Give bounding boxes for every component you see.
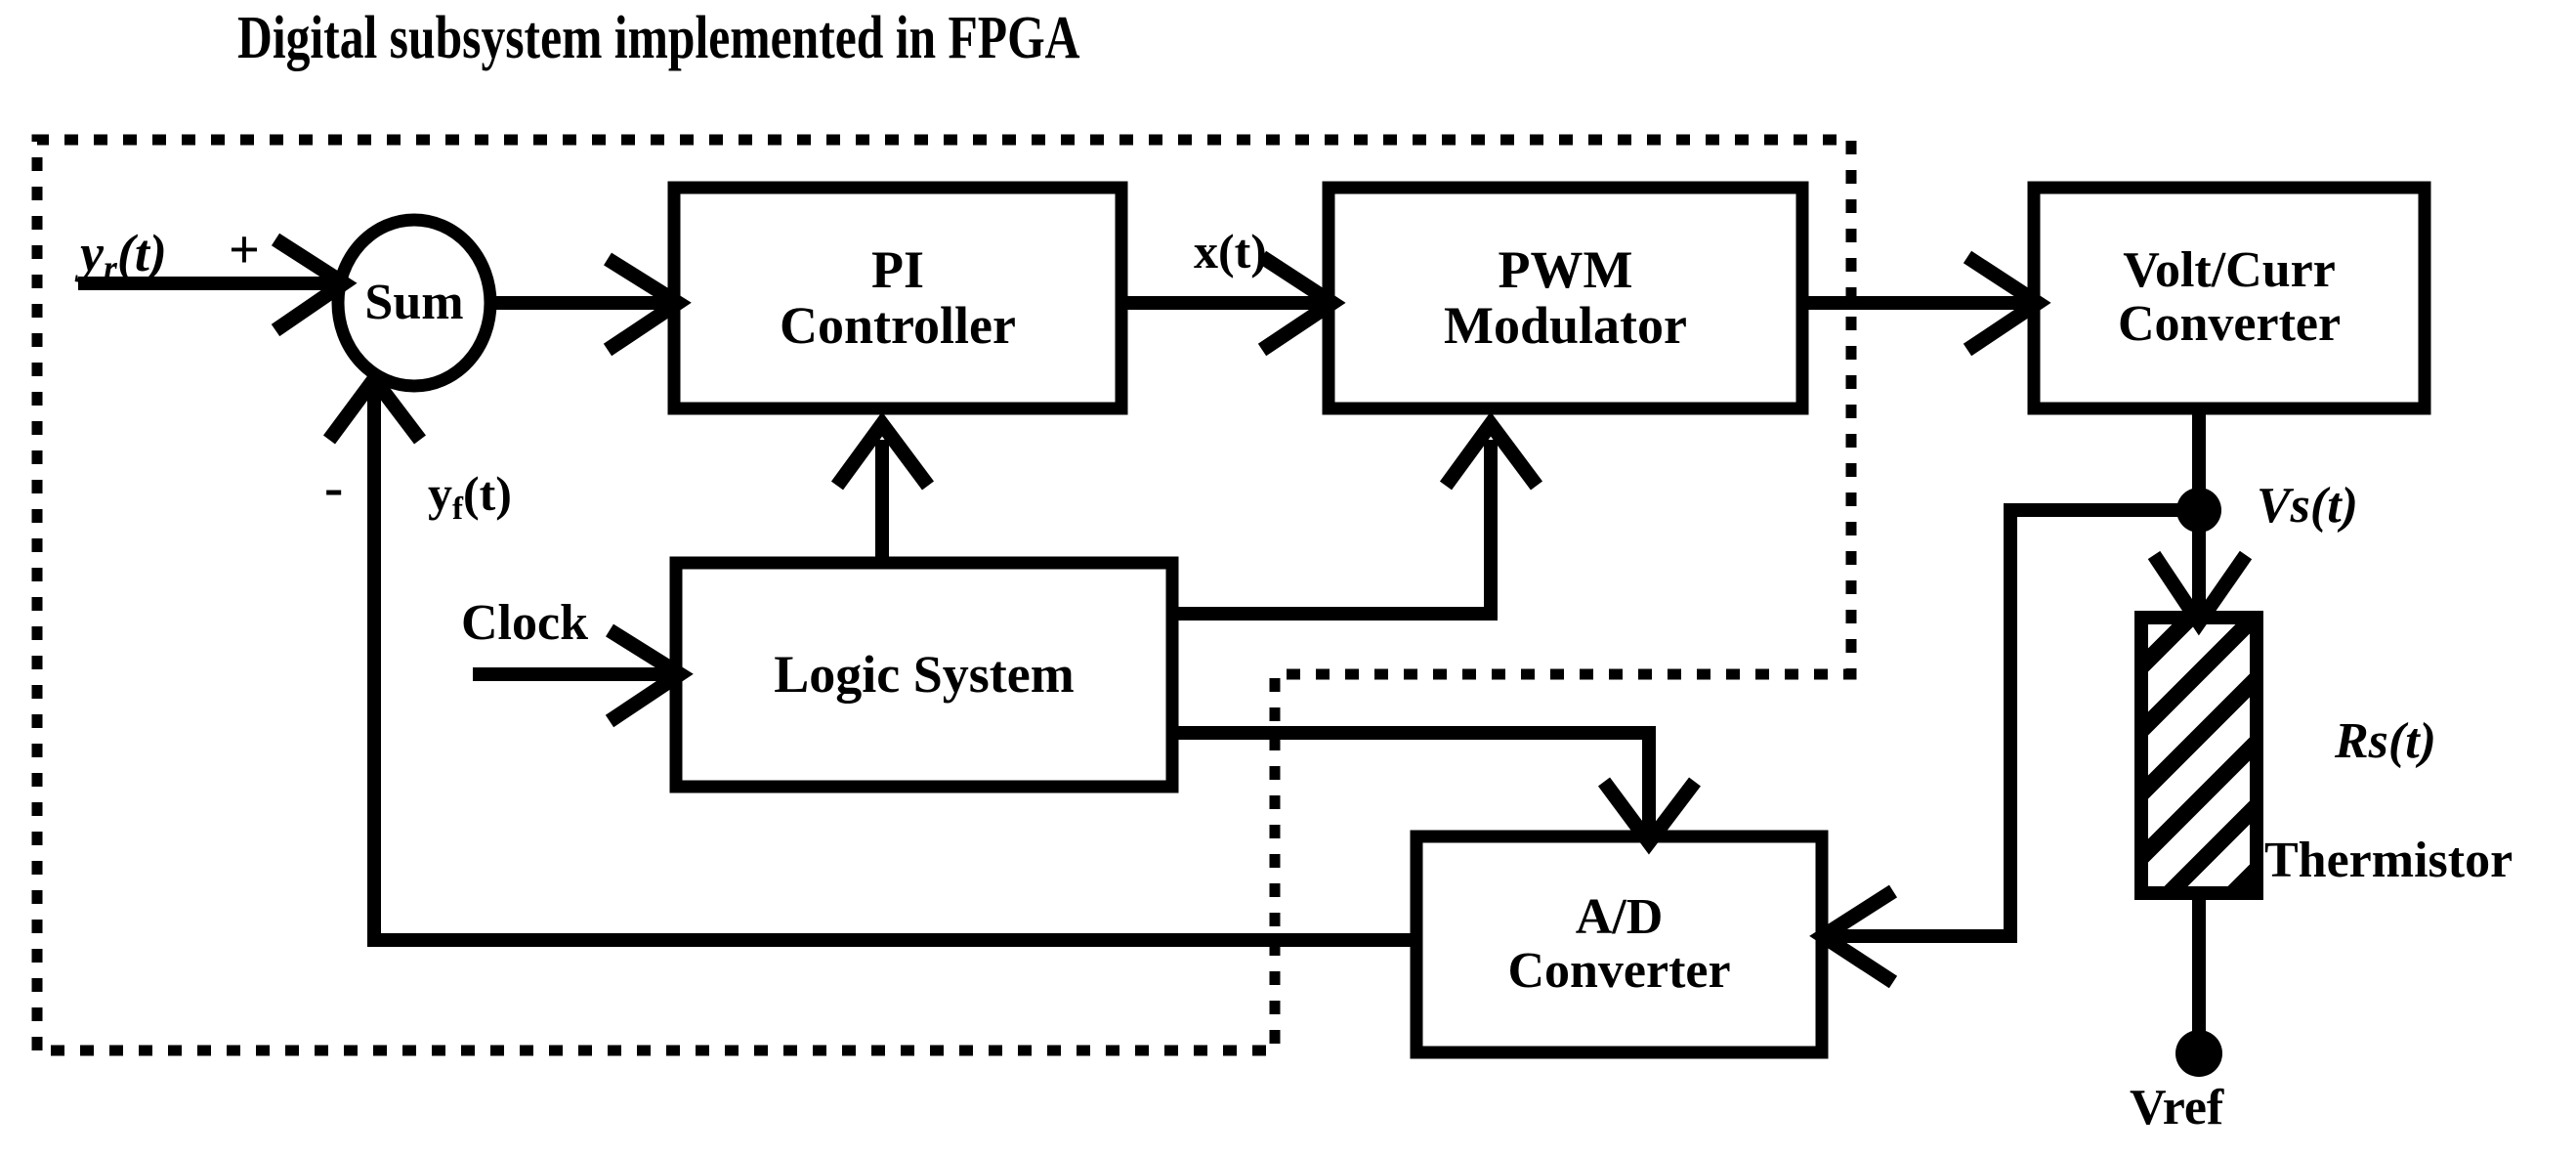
arrowhead-reference-input xyxy=(271,233,358,337)
controller-output-label: x(t) xyxy=(1194,224,1267,278)
sense-resistance-label: Rs(t) xyxy=(2335,713,2436,769)
volt-curr-line2: Converter xyxy=(2117,296,2342,352)
logic-system-label: Logic System xyxy=(676,563,1172,787)
arrowhead-clock-input xyxy=(605,623,694,728)
sum-minus-sign: - xyxy=(324,455,344,519)
pi-controller-line2: Controller xyxy=(780,296,1016,355)
thermistor-body xyxy=(2134,611,2263,900)
reference-signal-label: yr(t) xyxy=(80,224,167,288)
feedback-signal-label: yf(t) xyxy=(428,466,512,527)
arrowhead-logic-to-pwm xyxy=(1439,411,1543,491)
wire-sense-to-adc xyxy=(1837,503,2199,943)
logic-system-block xyxy=(669,556,1179,793)
ad-converter-line1: A/D xyxy=(1575,888,1664,945)
sum-plus-sign: + xyxy=(229,220,260,280)
pi-controller-line1: PI xyxy=(871,240,924,300)
volt-curr-converter-label: Volt/Curr Converter xyxy=(2034,188,2425,408)
logic-system-line1: Logic System xyxy=(774,645,1075,705)
reference-voltage-label: Vref xyxy=(2130,1080,2224,1135)
arrowhead-feedback-to-sum xyxy=(322,366,426,445)
vref-terminal-dot xyxy=(2175,1030,2222,1077)
volt-curr-line1: Volt/Curr xyxy=(2123,242,2336,299)
volt-curr-converter-block xyxy=(2027,181,2431,415)
pi-controller-label: PI Controller xyxy=(674,188,1121,408)
ad-converter-line2: Converter xyxy=(1507,942,1731,999)
pwm-modulator-line1: PWM xyxy=(1498,240,1633,300)
arrowhead-logic-to-pi xyxy=(830,411,935,491)
pwm-modulator-line2: Modulator xyxy=(1444,296,1687,355)
arrowhead-sense-to-adc xyxy=(1809,884,1898,989)
arrowhead-pi-to-pwm xyxy=(1257,250,1346,357)
ad-converter-block xyxy=(1410,830,1829,1059)
pwm-modulator-label: PWM Modulator xyxy=(1329,188,1802,408)
wire-adc-feedback-to-sum xyxy=(367,391,1416,947)
diagram-title: Digital subsystem implemented in FPGA xyxy=(237,5,1080,71)
sum-block-label: Sum xyxy=(364,274,464,330)
fpga-dotted-boundary xyxy=(31,134,1857,1056)
pi-controller-block xyxy=(667,181,1128,415)
arrowhead-logic-to-adc xyxy=(1597,777,1701,855)
sense-voltage-label: Vs(t) xyxy=(2257,478,2358,534)
wire-logic-to-adc xyxy=(1172,726,1656,836)
arrowhead-pwm-to-voltcurr xyxy=(1963,250,2051,357)
ad-converter-label: A/D Converter xyxy=(1416,836,1822,1052)
wire-logic-to-pwm xyxy=(1172,440,1498,621)
thermistor-label: Thermistor xyxy=(2264,833,2513,888)
arrowhead-sum-to-pi xyxy=(603,252,692,357)
clock-input-label: Clock xyxy=(461,595,588,651)
arrowhead-into-thermistor xyxy=(2147,550,2253,636)
